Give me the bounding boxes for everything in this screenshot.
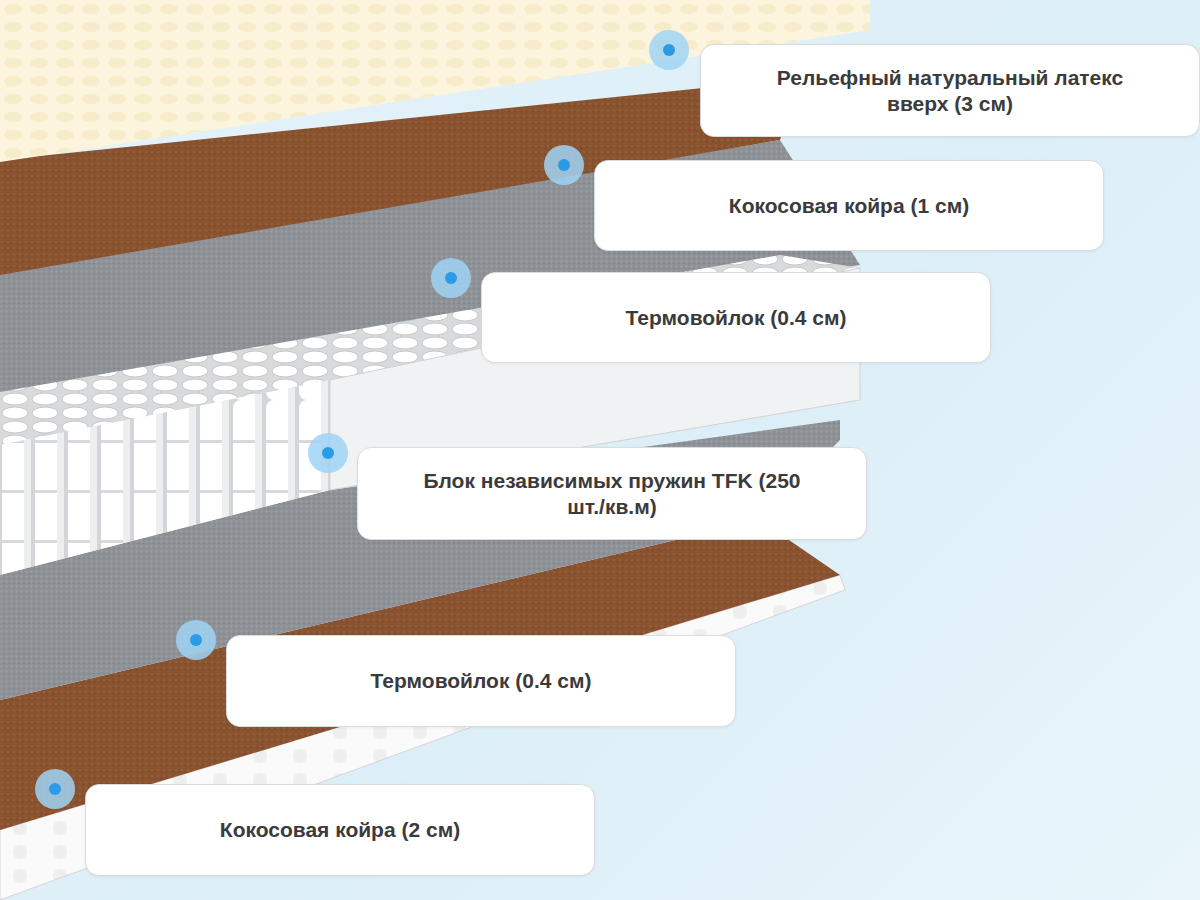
callout-label: Блок независимых пружин TFK (250 шт./кв.… [412, 468, 812, 518]
marker-dot [308, 433, 348, 473]
text-stack: Кокосовая койра (1 см) [729, 193, 969, 218]
callout-box: Термовойлок (0.4 см) [226, 635, 736, 727]
callout-label: Термовойлок (0.4 см) [371, 668, 592, 693]
marker-dot [544, 145, 584, 185]
text-stack: Кокосовая койра (2 см) [220, 817, 460, 842]
callout-label: Кокосовая койра (2 см) [220, 817, 460, 842]
callout-box: Кокосовая койра (2 см) [85, 784, 595, 876]
callout-box: Кокосовая койра (1 см) [594, 160, 1104, 251]
callout-box: Термовойлок (0.4 см) [481, 272, 991, 363]
text-stack: Блок независимых пружин TFK (250 шт./кв.… [412, 468, 812, 518]
text-stack: Рельефный натуральный латекс вверх (3 см… [748, 65, 1153, 115]
callout-box: Рельефный натуральный латекс вверх (3 см… [700, 44, 1200, 137]
marker-dot [176, 620, 216, 660]
text-stack: Термовойлок (0.4 см) [626, 305, 847, 330]
marker-dot [649, 30, 689, 70]
callout-box: Блок независимых пружин TFK (250 шт./кв.… [357, 447, 867, 540]
marker-dot [35, 769, 75, 809]
text-stack: Термовойлок (0.4 см) [371, 668, 592, 693]
callout-label: Рельефный натуральный латекс вверх (3 см… [748, 65, 1153, 115]
callout-label: Термовойлок (0.4 см) [626, 305, 847, 330]
marker-dot [431, 258, 471, 298]
callout-label: Кокосовая койра (1 см) [729, 193, 969, 218]
